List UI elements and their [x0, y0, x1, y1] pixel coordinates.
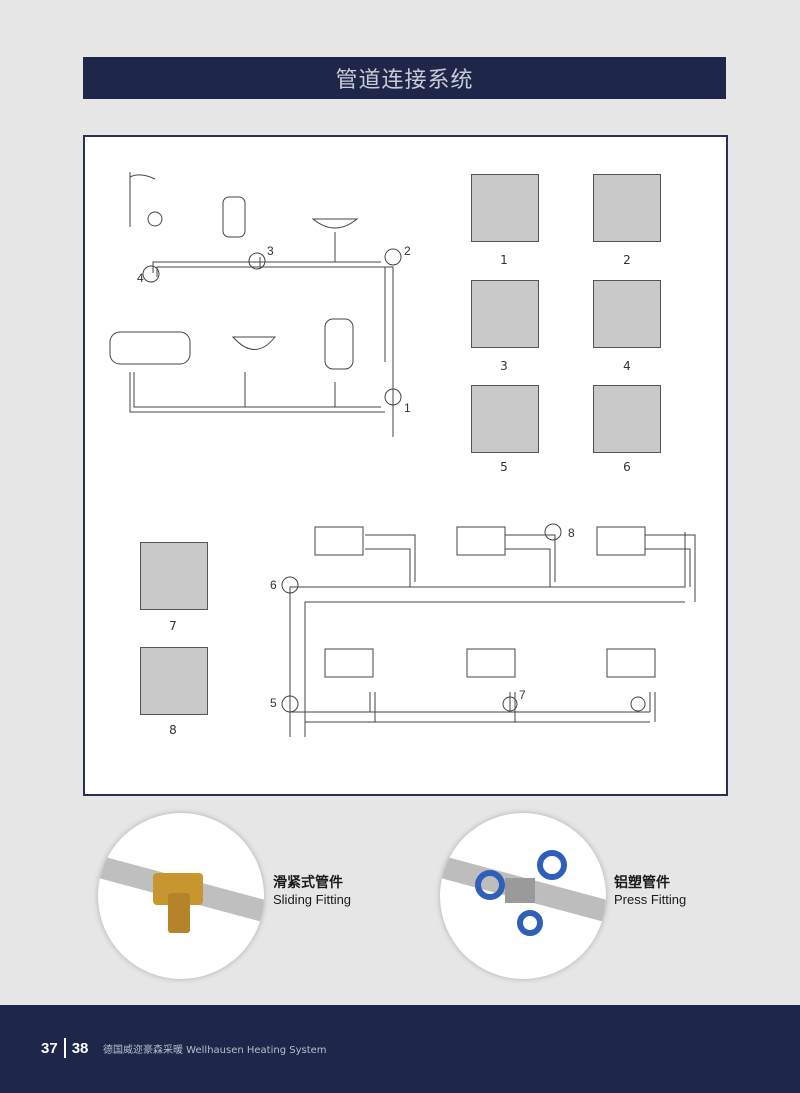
thumbnail-2 [593, 174, 661, 242]
label-plumbing-3: 3 [267, 244, 274, 258]
press-fitting-caption: 铝塑管件 Press Fitting [614, 872, 686, 907]
page-title: 管道连接系统 [83, 57, 726, 99]
press-fitting-cn: 铝塑管件 [614, 875, 670, 891]
label-heating-6: 6 [270, 578, 277, 592]
sliding-fitting-en: Sliding Fitting [273, 892, 352, 907]
sliding-fitting-caption: 滑紧式管件 Sliding Fitting [273, 872, 351, 907]
pipe-diagram: 1 2 3 4 5 6 7 8 [109, 172, 696, 737]
thumbnail-label: 5 [500, 460, 508, 474]
footer-caption: 德国威迩豪森采暖 Wellhausen Heating System [103, 1045, 327, 1056]
sliding-fitting-image [98, 813, 264, 979]
label-heating-8: 8 [568, 526, 575, 540]
thumbnail-7 [140, 542, 208, 610]
thumbnail-label: 8 [169, 723, 177, 737]
footer: 37 38 德国威迩豪森采暖 Wellhausen Heating System [0, 1005, 800, 1093]
thumbnail-5 [471, 385, 539, 453]
thumbnail-label: 4 [623, 359, 631, 373]
page-separator [63, 1038, 66, 1058]
label-heating-7: 7 [519, 688, 526, 702]
label-plumbing-2: 2 [404, 244, 411, 258]
page-number-left: 37 [41, 1039, 58, 1057]
sliding-fitting-cn: 滑紧式管件 [273, 875, 343, 891]
thumbnail-label: 2 [623, 253, 631, 267]
page-number-right: 38 [71, 1039, 89, 1057]
thumbnail-3 [471, 280, 539, 348]
thumbnail-1 [471, 174, 539, 242]
thumbnail-8 [140, 647, 208, 715]
label-plumbing-4: 4 [137, 271, 144, 285]
page-numbers: 37 38 [41, 1038, 88, 1058]
thumbnail-6 [593, 385, 661, 453]
press-fitting-en: Press Fitting [614, 892, 687, 907]
thumbnail-label: 6 [623, 460, 631, 474]
thumbnail-4 [593, 280, 661, 348]
label-plumbing-1: 1 [404, 401, 411, 415]
thumbnail-label: 3 [500, 359, 508, 373]
thumbnail-label: 1 [500, 253, 508, 267]
press-fitting-image [440, 813, 606, 979]
thumbnail-label: 7 [169, 619, 177, 633]
diagram-panel: 1 2 3 4 5 6 7 8 1 2 3 4 5 6 7 8 [83, 135, 728, 796]
label-heating-5: 5 [270, 696, 277, 710]
